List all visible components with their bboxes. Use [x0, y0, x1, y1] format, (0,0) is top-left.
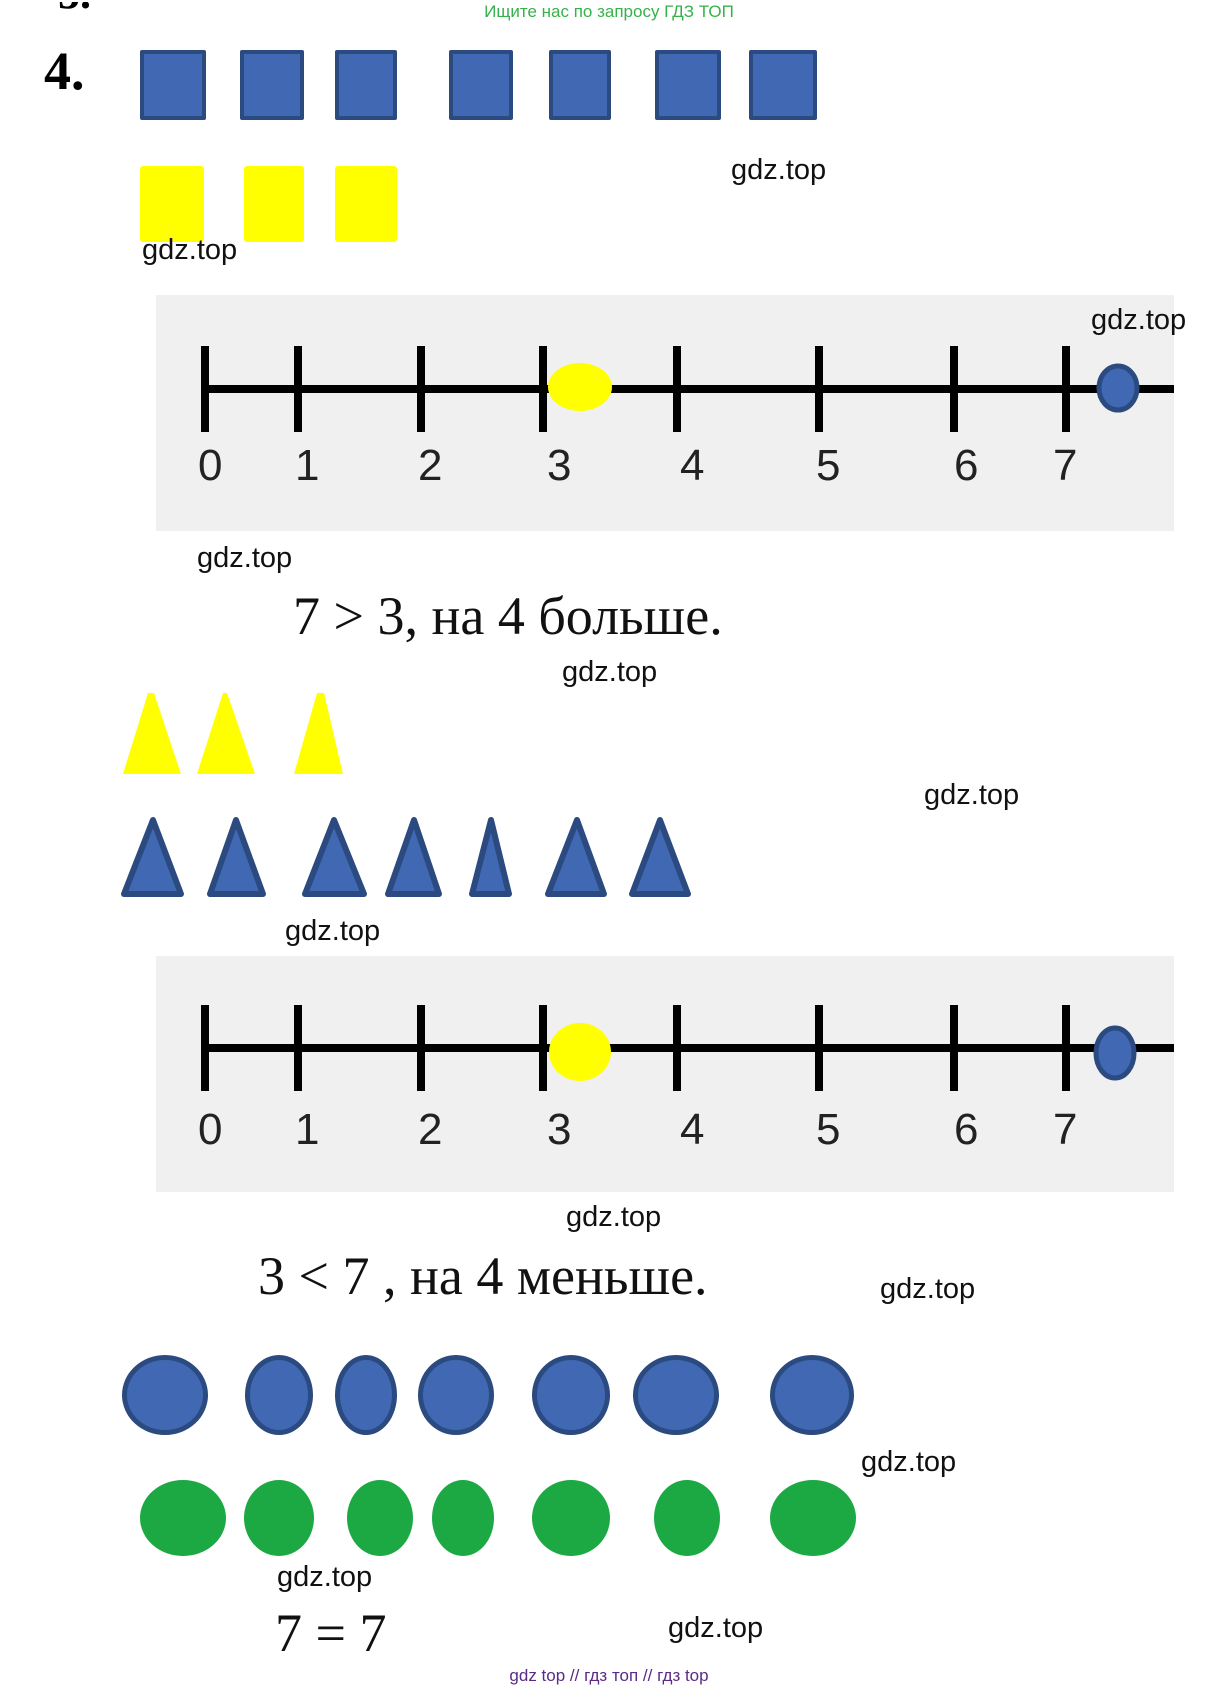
blue-marker [1096, 363, 1140, 413]
number-line-label: 4 [680, 441, 704, 490]
blue-triangle [207, 817, 266, 897]
yellow-triangle [294, 693, 343, 774]
watermark: gdz.top [566, 1201, 662, 1233]
number-line-panel: 0 1 2 3 4 5 6 7 [156, 295, 1174, 531]
blue-circle [770, 1355, 854, 1435]
blue-square [549, 50, 611, 120]
blue-circle [335, 1355, 397, 1435]
number-line-label: 1 [295, 441, 319, 490]
number-line-label: 7 [1053, 1105, 1077, 1154]
green-circle [432, 1480, 494, 1556]
green-circle [770, 1480, 856, 1556]
blue-square [140, 50, 206, 120]
blue-circle [418, 1355, 494, 1435]
blue-triangle [385, 817, 442, 897]
number-line-label: 6 [954, 441, 978, 490]
yellow-square [244, 166, 304, 242]
task-number: 4. [44, 41, 85, 101]
watermark: gdz.top [861, 1446, 957, 1478]
blue-triangle [302, 817, 367, 897]
watermark: gdz.top [285, 915, 381, 947]
watermark: gdz.top [880, 1273, 976, 1305]
yellow-marker [549, 1023, 611, 1081]
green-circle [654, 1480, 720, 1556]
blue-square [655, 50, 721, 120]
number-line-label: 5 [816, 1105, 840, 1154]
number-line-label: 2 [418, 1105, 442, 1154]
yellow-square [335, 166, 397, 242]
equality-statement: 7 = 7 [275, 1603, 387, 1663]
yellow-triangle [197, 693, 255, 774]
number-line-svg: 0 1 2 3 4 5 6 7 [198, 1005, 1174, 1154]
blue-square [749, 50, 817, 120]
number-line-label: 6 [954, 1105, 978, 1154]
number-line-label: 0 [198, 1105, 222, 1154]
green-circle [140, 1480, 226, 1556]
comparison-statement-less: 3 < 7 , на 4 меньше. [258, 1246, 708, 1306]
blue-circle [633, 1355, 719, 1435]
number-line-label: 7 [1053, 441, 1077, 490]
number-line-label: 1 [295, 1105, 319, 1154]
blue-circle [245, 1355, 313, 1435]
watermark: gdz.top [668, 1612, 764, 1644]
yellow-triangle [123, 693, 181, 774]
green-circle [347, 1480, 413, 1556]
blue-triangle [121, 817, 184, 897]
yellow-square [140, 166, 204, 242]
watermark: gdz.top [924, 779, 1020, 811]
blue-marker [1093, 1025, 1137, 1081]
watermark: gdz.top [197, 542, 293, 574]
blue-circle [532, 1355, 610, 1435]
blue-square [449, 50, 513, 120]
number-line-panel: 0 1 2 3 4 5 6 7 [156, 956, 1174, 1192]
watermark: gdz.top [1091, 304, 1187, 336]
blue-circle [122, 1355, 208, 1435]
number-line-label: 4 [680, 1105, 704, 1154]
watermark: gdz.top [562, 656, 658, 688]
search-hint: Ищите нас по запросу ГДЗ ТОП [484, 2, 734, 21]
green-circle [532, 1480, 610, 1556]
number-line-label: 0 [198, 441, 222, 490]
footer-links: gdz top // гдз топ // гдз top [509, 1666, 709, 1685]
number-line-label: 5 [816, 441, 840, 490]
number-line-svg: 0 1 2 3 4 5 6 7 [198, 346, 1174, 490]
number-line-label: 3 [547, 441, 571, 490]
watermark: gdz.top [142, 234, 238, 266]
watermark: gdz.top [277, 1561, 373, 1593]
green-circle [244, 1480, 314, 1556]
blue-square [335, 50, 397, 120]
number-line-label: 3 [547, 1105, 571, 1154]
blue-triangle [469, 817, 512, 897]
blue-triangle [629, 817, 691, 897]
triangles-area [121, 693, 691, 897]
number-line-label: 2 [418, 441, 442, 490]
yellow-marker [548, 363, 612, 411]
previous-task-cutoff: 5. [58, 2, 118, 12]
blue-triangle [545, 817, 607, 897]
comparison-statement-greater: 7 > 3, на 4 больше. [293, 586, 723, 646]
watermark: gdz.top [731, 154, 827, 186]
blue-square [240, 50, 304, 120]
